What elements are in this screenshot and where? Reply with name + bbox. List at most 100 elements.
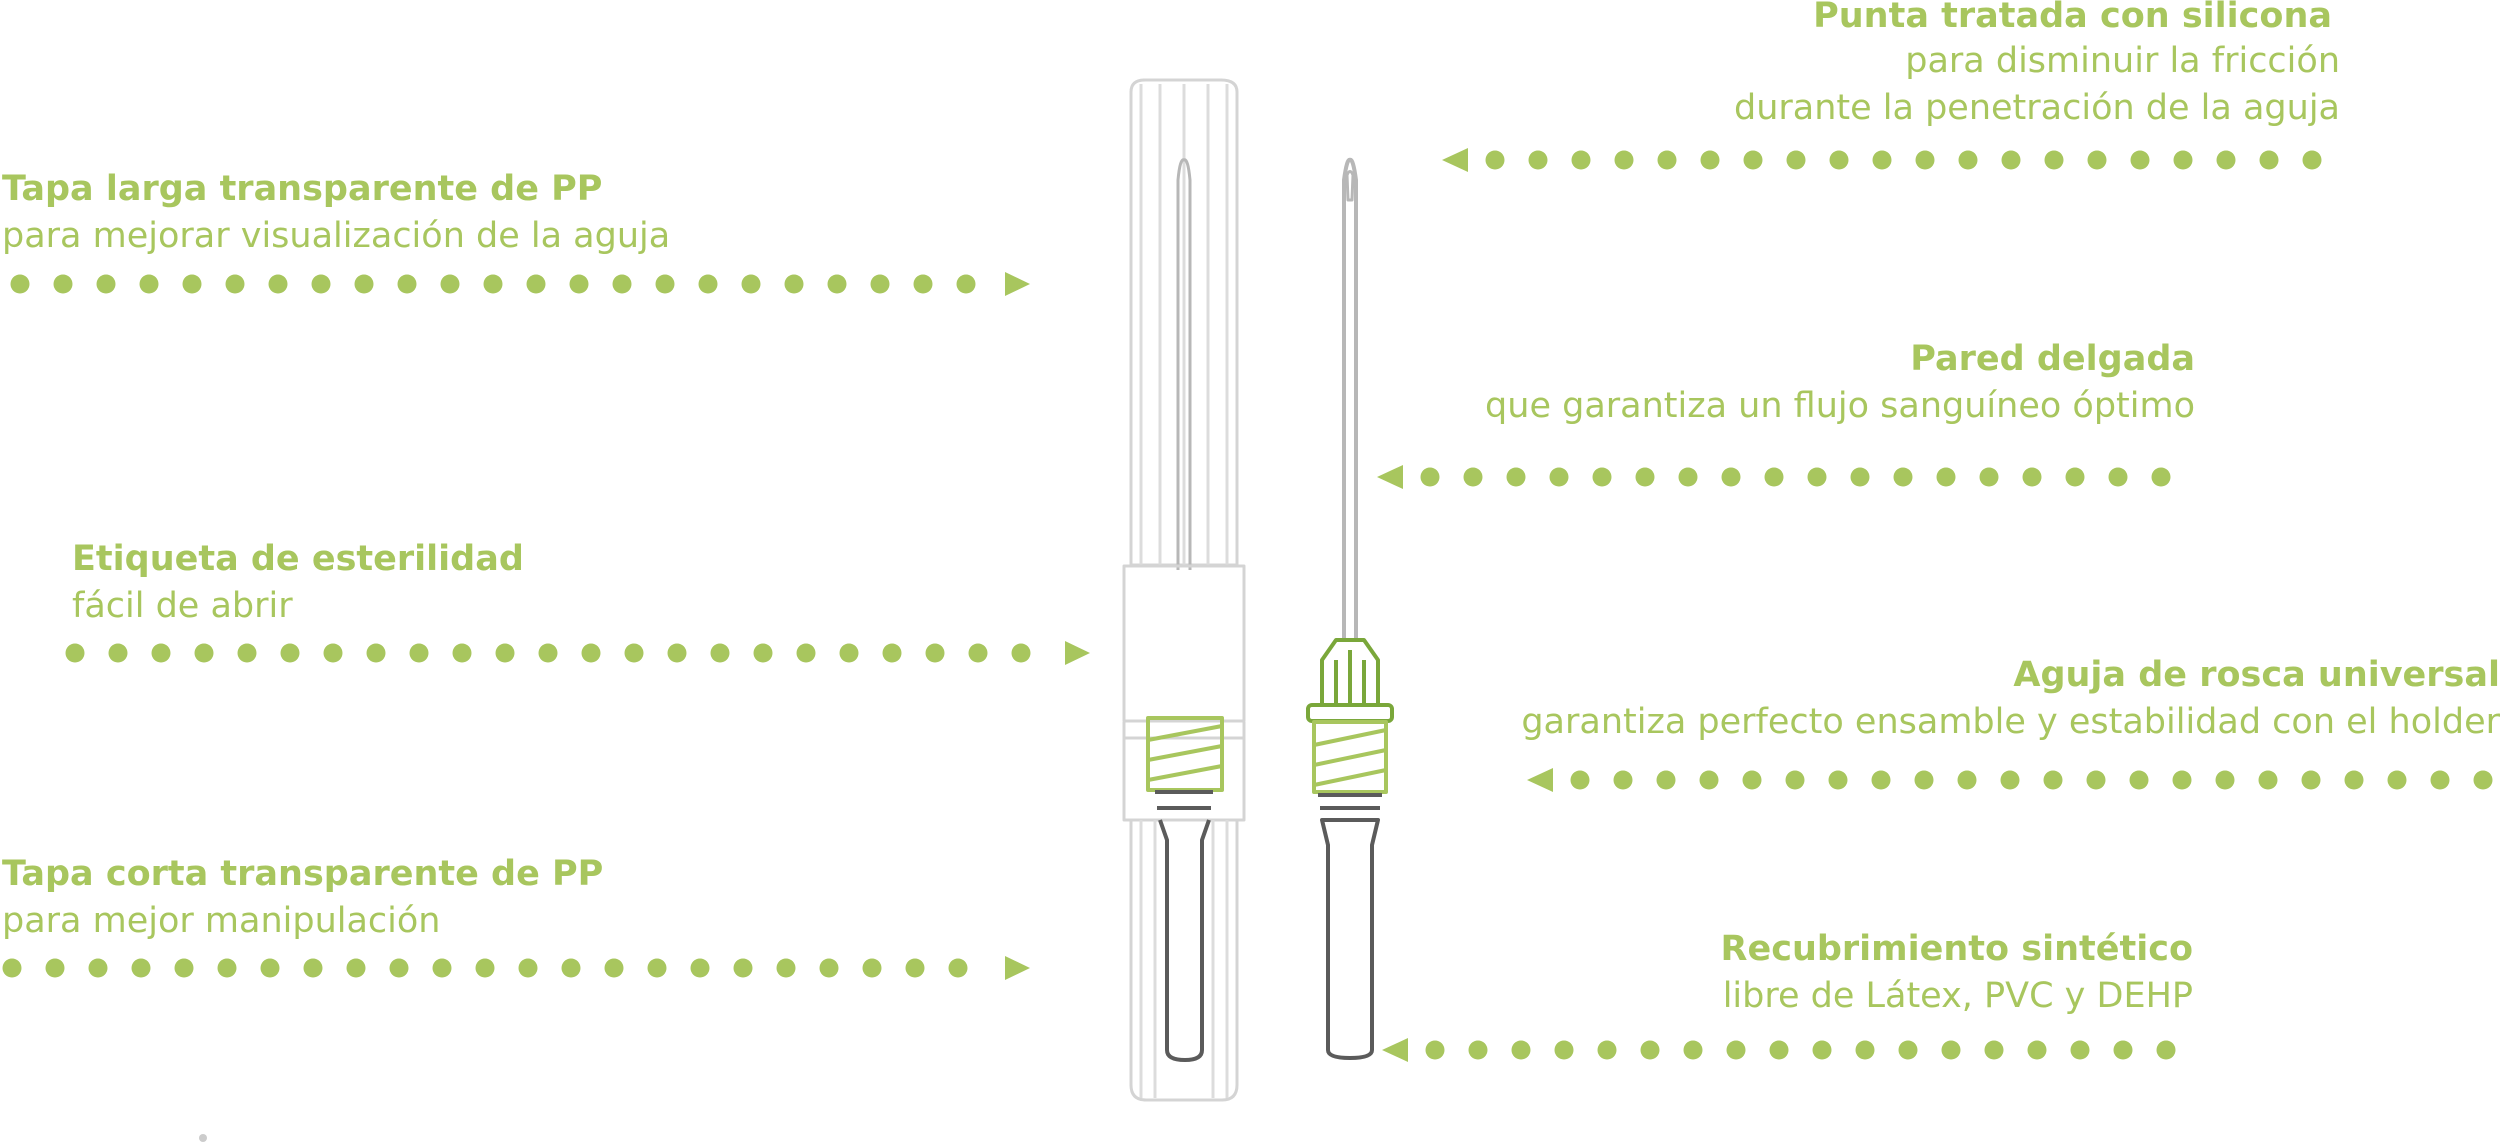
dot — [1425, 1040, 1445, 1060]
dot — [2387, 770, 2407, 790]
dot — [2430, 770, 2450, 790]
dotted-arrow-row — [10, 272, 1030, 296]
sterility-label-band — [1122, 564, 1246, 723]
dot — [45, 958, 65, 978]
dot — [667, 643, 687, 663]
label-universal-thread: Aguja de rosca universal garantiza perfe… — [1521, 652, 2500, 746]
label-synthetic-coating-sub: libre de Látex, PVC y DEHP — [1722, 976, 2193, 1016]
dot — [2065, 467, 2085, 487]
dot — [1597, 1040, 1617, 1060]
dot — [483, 274, 503, 294]
dot — [1420, 467, 1440, 487]
dot — [741, 274, 761, 294]
label-thin-wall-sub: que garantiza un flujo sanguíneo óptimo — [1485, 386, 2195, 426]
label-universal-thread-sub: garantiza perfecto ensamble y estabilida… — [1521, 702, 2500, 742]
dot — [182, 274, 202, 294]
dot — [1506, 467, 1526, 487]
dot — [2129, 770, 2149, 790]
dot — [1463, 467, 1483, 487]
needle-hub-dark — [1318, 793, 1382, 1060]
dot — [440, 274, 460, 294]
dot — [280, 643, 300, 663]
uncapped-thread — [1312, 720, 1388, 794]
label-silicone-tip-desc: para disminuir la fricción durante la pe… — [1734, 38, 2340, 132]
label-short-cap: Tapa corta transparente de PP para mejor… — [2, 851, 603, 945]
dot — [495, 643, 515, 663]
dot — [968, 643, 988, 663]
dot — [1893, 467, 1913, 487]
dot — [1958, 150, 1978, 170]
dot — [65, 643, 85, 663]
dot — [2302, 150, 2322, 170]
arrow-head-left — [1527, 768, 1553, 792]
label-sterility-seal-sub: fácil de abrir — [72, 586, 293, 626]
dot — [2108, 467, 2128, 487]
dot — [1871, 770, 1891, 790]
label-long-cap-title: Tapa larga transparente de PP — [2, 169, 603, 209]
dot — [2086, 770, 2106, 790]
dot — [1914, 770, 1934, 790]
dot — [913, 274, 933, 294]
dot — [561, 958, 581, 978]
dot — [690, 958, 710, 978]
arrow-head-left — [1442, 148, 1468, 172]
label-silicone-tip-sub2: durante la penetración de la aguja — [1733, 88, 2340, 128]
dot — [1592, 467, 1612, 487]
dot — [366, 643, 386, 663]
dot — [1984, 1040, 2004, 1060]
dot — [604, 958, 624, 978]
dotted-arrow-row — [1377, 465, 2171, 489]
dot — [1678, 467, 1698, 487]
dotted-arrow-row — [65, 641, 1090, 665]
dot — [1979, 467, 1999, 487]
dot — [1872, 150, 1892, 170]
dot — [612, 274, 632, 294]
dot — [2216, 150, 2236, 170]
dot — [1640, 1040, 1660, 1060]
dot — [2130, 150, 2150, 170]
dot — [2043, 770, 2063, 790]
dot — [2022, 467, 2042, 487]
label-short-cap-title: Tapa corta transparente de PP — [2, 854, 604, 894]
dot — [784, 274, 804, 294]
label-silicone-tip-title: Punta tratada con silicona — [1813, 0, 2332, 36]
label-silicone-tip-sub: para disminuir la fricción — [1905, 41, 2340, 81]
dot — [870, 274, 890, 294]
dot — [174, 958, 194, 978]
dot — [1656, 770, 1676, 790]
capped-thread — [1146, 716, 1224, 792]
dot — [839, 643, 859, 663]
dot — [948, 958, 968, 978]
dotted-arrow-row — [2, 956, 1030, 980]
dot — [2151, 467, 2171, 487]
label-universal-thread-title: Aguja de rosca universal — [2013, 655, 2500, 695]
dot — [1554, 1040, 1574, 1060]
dot — [882, 643, 902, 663]
dot — [108, 643, 128, 663]
dot — [1743, 150, 1763, 170]
dot — [862, 958, 882, 978]
dot — [1657, 150, 1677, 170]
label-sterility-seal: Etiqueta de esterilidad fácil de abrir — [72, 536, 524, 630]
dot — [581, 643, 601, 663]
dot — [2259, 150, 2279, 170]
dot — [655, 274, 675, 294]
dot — [1683, 1040, 1703, 1060]
dot — [1721, 467, 1741, 487]
dot — [1769, 1040, 1789, 1060]
dot — [733, 958, 753, 978]
dot — [1941, 1040, 1961, 1060]
short-cap-outline — [1129, 820, 1239, 1102]
dot — [2258, 770, 2278, 790]
dot — [53, 274, 73, 294]
dot — [397, 274, 417, 294]
dot — [956, 274, 976, 294]
label-long-cap-sub: para mejorar visualización de la aguja — [2, 216, 671, 256]
dot — [151, 643, 171, 663]
dot — [1613, 770, 1633, 790]
dot — [647, 958, 667, 978]
dot — [1915, 150, 1935, 170]
dot — [2000, 770, 2020, 790]
dot — [905, 958, 925, 978]
